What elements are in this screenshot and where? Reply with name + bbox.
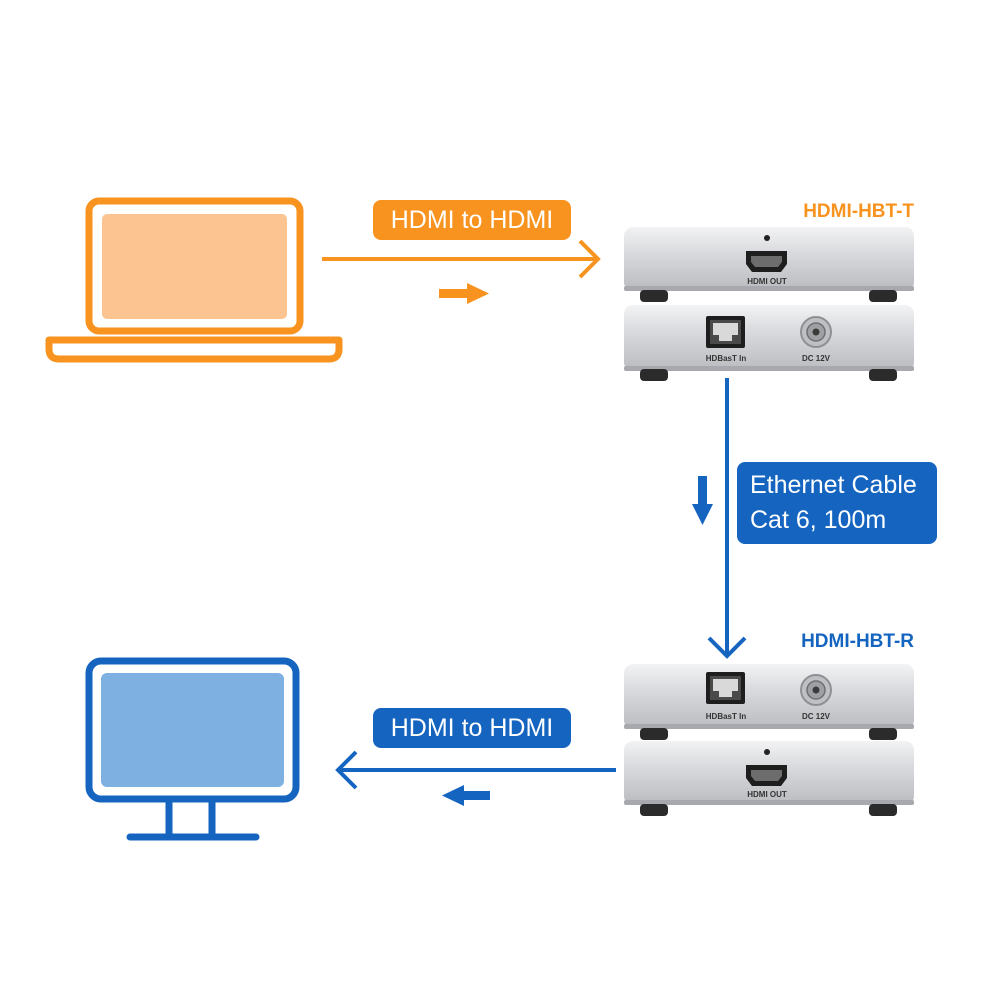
hdmi-input-arrow: [322, 239, 601, 279]
hdmi-input-label: HDMI to HDMI: [373, 200, 571, 240]
receiver-rear-panel: HDMI OUT: [624, 741, 914, 816]
direction-down-arrow: [692, 476, 713, 525]
receiver-title: HDMI-HBT-R: [801, 631, 914, 652]
ethernet-cable-label-line2: Cat 6, 100m: [750, 506, 887, 534]
dc-power-jack-icon: [800, 316, 832, 348]
hdmi-port-icon: [746, 765, 787, 786]
ethernet-cable-label-line1: Ethernet Cable: [750, 471, 917, 499]
transmitter-dc-label: DC 12V: [802, 354, 831, 363]
hdmi-port-icon: [746, 251, 787, 272]
rj45-port-icon: [706, 316, 745, 348]
transmitter-rear-panel: HDBasT In DC 12V: [624, 305, 914, 381]
transmitter-hdmi-out-label: HDMI OUT: [747, 277, 787, 286]
dc-power-jack-icon: [800, 674, 832, 706]
transmitter-front-panel: HDMI OUT: [624, 227, 914, 302]
hdmi-output-arrow: [335, 750, 616, 790]
transmitter-hdbast-in-label: HDBasT In: [706, 354, 747, 363]
transmitter-title: HDMI-HBT-T: [803, 201, 914, 222]
rj45-port-icon: [706, 672, 745, 704]
direction-left-arrow: [442, 785, 490, 806]
monitor-icon: [85, 657, 300, 841]
ethernet-cable-label: Ethernet Cable Cat 6, 100m: [737, 462, 937, 544]
receiver-dc-label: DC 12V: [802, 712, 831, 721]
receiver-hdmi-out-label: HDMI OUT: [747, 790, 787, 799]
laptop-icon: [45, 197, 343, 363]
transmitter-device: HDMI OUT HDBasT In DC 12V: [624, 227, 914, 381]
receiver-front-panel: HDBasT In DC 12V: [624, 664, 914, 740]
receiver-device: HDBasT In DC 12V HDMI OUT: [624, 664, 914, 816]
receiver-hdbast-in-label: HDBasT In: [706, 712, 747, 721]
hdmi-output-label: HDMI to HDMI: [373, 708, 571, 748]
direction-right-arrow: [439, 283, 489, 304]
ethernet-cable-arrow: [707, 378, 747, 659]
